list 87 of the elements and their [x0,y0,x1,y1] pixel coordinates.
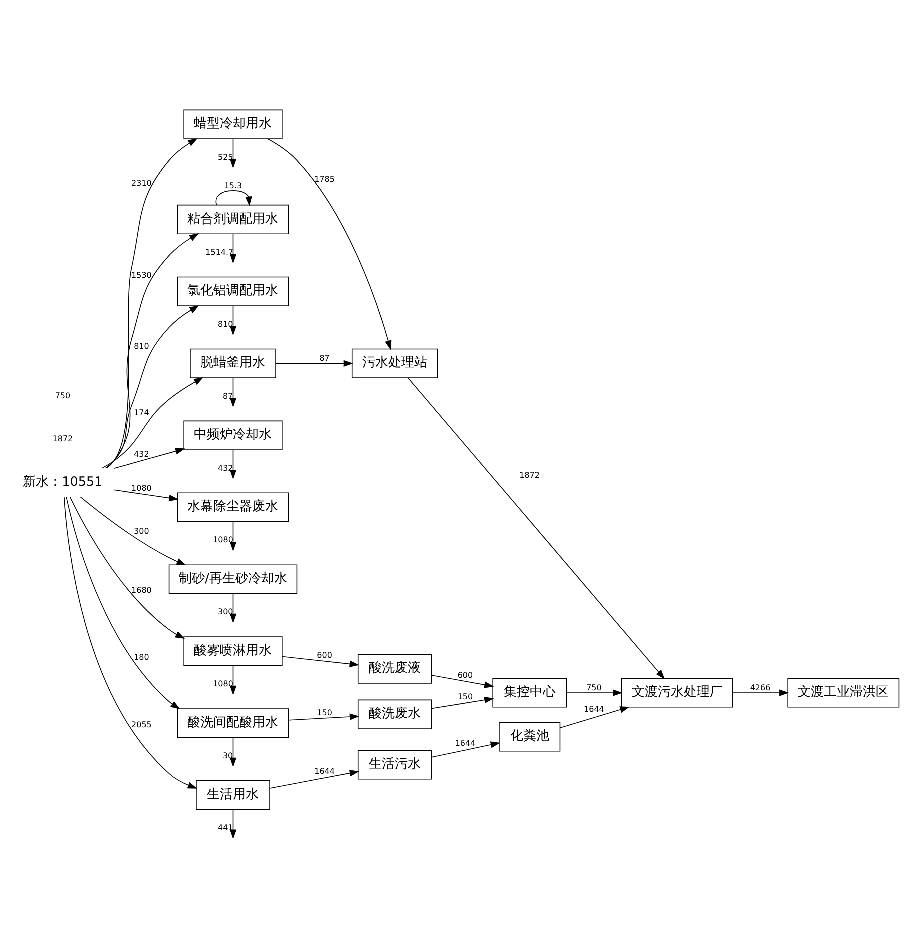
arrow [230,522,237,552]
edge-label: 1080 [213,680,234,689]
node-box: 酸洗间配酸用水 [177,708,290,738]
arrow [66,497,180,710]
edge-label: 1785 [314,175,335,184]
edge-label: 87 [222,392,234,401]
label: 750 [55,391,71,400]
arrow [432,742,500,758]
node-box: 粘合剂调配用水 [177,204,290,235]
node-box: 文渡污水处理厂 [621,678,734,708]
arrow [230,594,237,624]
edge-label: 1080 [213,536,234,545]
arrow [432,675,494,688]
edge-label: 300 [218,608,234,617]
label: 1872 [52,434,74,444]
edge-label: 150 [458,692,474,702]
arrow [408,378,666,680]
edge-label: 15.3 [224,182,242,191]
edge-label: 1644 [584,705,604,714]
arrow [230,666,237,696]
arrow [106,138,198,469]
node-box: 化粪池 [499,722,561,752]
arrow [268,138,392,350]
node-box: 酸洗废水 [358,700,432,730]
edge-label: 441 [218,824,234,833]
edge-label: 1644 [314,766,335,776]
node-box: 污水处理站 [352,348,438,378]
arrow [70,496,186,639]
arrow [270,770,360,789]
arrow [432,696,494,710]
arrow [216,190,252,206]
arrow [560,706,630,728]
arrow [230,306,237,336]
edge-label: 87 [320,354,330,364]
node-box: 酸洗废液 [358,654,432,684]
edge-label: 525 [218,152,234,162]
node-box: 集控中心 [492,678,568,708]
node-box: 脱蜡釜用水 [190,348,276,378]
edge-label: 1872 [520,470,540,480]
node-text: 新水：10551 [23,474,103,490]
node-box: 水幕除尘器废水 [177,492,290,522]
arrow [80,496,186,566]
node-box: 氯化铝调配用水 [177,276,290,306]
edge-label: 1680 [132,586,152,596]
edge-label: 1530 [132,271,152,280]
node-box: 制砂/再生砂冷却水 [168,564,298,594]
edge-label: 432 [134,450,150,460]
edge-label: 432 [218,464,234,473]
edge-label: 300 [134,526,150,536]
edge-label: 810 [134,342,150,352]
arrow [114,490,179,502]
node-box: 生活污水 [358,750,432,780]
node-box: 酸雾喷淋用水 [184,636,283,666]
edge-label: 750 [586,684,602,693]
edge-label: 1514.7 [206,248,234,257]
arrow [230,810,237,840]
node-box: 蜡型冷却用水 [184,110,283,140]
arrow [105,306,200,469]
edge-label: 2310 [132,179,152,188]
arrow [230,138,237,169]
node-box: 中频炉冷却水 [184,420,283,450]
arrow [102,377,204,469]
edge-label: 2055 [132,720,152,730]
edge-label: 810 [218,320,234,329]
edge-label: 150 [317,708,332,718]
edge-label: 30 [222,752,234,761]
arrow [282,656,360,668]
edge-label: 600 [458,670,474,680]
arrow [230,450,237,480]
arrow [114,448,186,470]
edge-label: 180 [134,653,150,662]
node-box: 文渡工业滞洪区 [788,678,900,708]
edge-label: 1080 [132,484,152,493]
arrow [106,234,200,469]
arrow [230,738,237,768]
arrow [566,690,623,696]
arrow [276,360,354,367]
edge-label: 600 [317,650,332,660]
node-box: 生活用水 [196,780,270,810]
arrow [732,690,790,696]
edge-label: 174 [134,408,150,418]
edge-label: 1644 [455,738,476,748]
arrow [230,234,237,264]
arrow [230,378,237,408]
arrow [64,496,198,789]
arrow [288,714,360,721]
edge-label: 4266 [750,684,771,693]
